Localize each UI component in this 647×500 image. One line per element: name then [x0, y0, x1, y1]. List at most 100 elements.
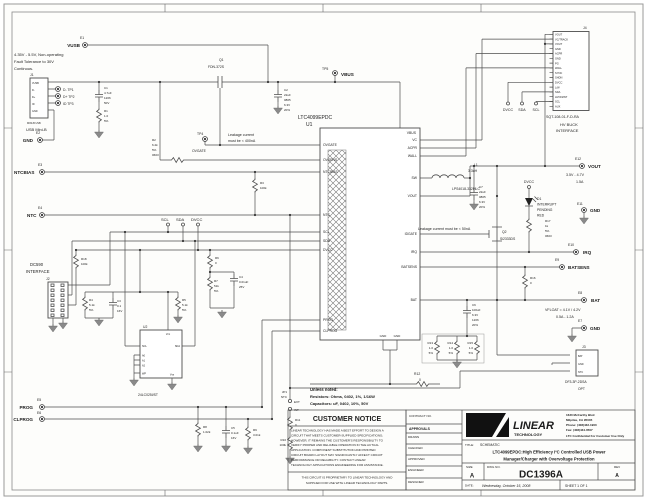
- svg-text:5%: 5%: [214, 289, 219, 293]
- svg-text:GND: GND: [590, 326, 601, 331]
- net-stub-sda: SDA: [176, 217, 185, 227]
- svg-text:1.0: 1.0: [449, 346, 454, 350]
- svg-text:BATSENS: BATSENS: [568, 265, 590, 270]
- svg-text:GND: GND: [394, 334, 402, 338]
- j1-ref: J1: [30, 73, 34, 77]
- svg-text:SCL: SCL: [555, 100, 561, 104]
- turret-e2: E2 GND: [23, 131, 43, 143]
- svg-text:1630 McCarthy Blvd: 1630 McCarthy Blvd: [566, 413, 595, 417]
- svg-text:E2: E2: [36, 131, 40, 135]
- svg-text:E11: E11: [577, 202, 583, 206]
- resistor-r3: R3 100k: [252, 177, 267, 194]
- ic-u1: LTC4099EPDC U1 VBUS OVGATE OVSENS NTCBIA…: [298, 115, 421, 341]
- svg-text:OVSENS: OVSENS: [323, 158, 338, 162]
- svg-text:Phone: (408)432-1900: Phone: (408)432-1900: [566, 423, 597, 427]
- svg-text:VC: VC: [412, 138, 417, 142]
- svg-text:D- TP1: D- TP1: [63, 88, 74, 92]
- svg-text:L1: L1: [474, 163, 478, 167]
- svg-text:R5: R5: [182, 298, 186, 302]
- resistor-r17: R17 1k 5% 0603: [526, 217, 552, 238]
- svg-text:LINEAR TECHNOLOGY HAS MADE A B: LINEAR TECHNOLOGY HAS MADE A BEST EFFORT…: [291, 429, 384, 433]
- svg-text:24LC025I/ST: 24LC025I/ST: [138, 393, 158, 397]
- svg-text:L/W: L/W: [555, 85, 560, 89]
- svg-text:GND: GND: [23, 138, 34, 143]
- svg-text:0: 0: [295, 423, 297, 427]
- turret-e6: E6 CLPROG: [13, 411, 45, 422]
- svg-text:BAT: BAT: [591, 298, 600, 303]
- leakage-note-50na: Leakage current must be < 50nA: [418, 227, 471, 231]
- svg-text:A1: A1: [142, 360, 146, 363]
- resistor-r5: R5 5.1k 5%: [173, 295, 188, 324]
- svg-text:CIRCUIT THAT MEETS CUSTOMER-SU: CIRCUIT THAT MEETS CUSTOMER-SUPPLIED SPE…: [291, 433, 383, 437]
- junction-dots: [74, 42, 547, 421]
- svg-text:CLPROG: CLPROG: [13, 417, 33, 422]
- svg-text:VOUT: VOUT: [555, 33, 563, 37]
- svg-text:NTCBIAS: NTCBIAS: [323, 170, 338, 174]
- turret-e4: E4 NTC: [27, 206, 45, 218]
- svg-text:DVCC: DVCC: [524, 180, 535, 184]
- svg-text:FDN-372S: FDN-372S: [208, 65, 225, 69]
- svg-text:VOUT: VOUT: [408, 194, 417, 198]
- resistor-r4: R4 5.1k 5%: [82, 295, 95, 312]
- svg-text:1206: 1206: [472, 318, 479, 322]
- svg-text:5%: 5%: [469, 351, 474, 355]
- svg-text:20%: 20%: [472, 323, 478, 327]
- resistor-r11: R11 0: [287, 415, 301, 432]
- resistor-r12: R12 0: [414, 372, 431, 387]
- turret-e9: E9 BATSENS: [555, 258, 590, 270]
- svg-text:E7: E7: [578, 319, 582, 323]
- svg-text:6.2k: 6.2k: [152, 143, 158, 147]
- svg-text:R2: R2: [152, 138, 156, 142]
- customer-notice: CUSTOMER NOTICE LINEAR TECHNOLOGY HAS MA…: [287, 409, 407, 491]
- svg-text:5%: 5%: [449, 351, 454, 355]
- svg-text:0.5A - 1.2A: 0.5A - 1.2A: [556, 315, 574, 319]
- svg-text:DVCC: DVCC: [191, 217, 202, 222]
- svg-text:Unless noted:: Unless noted:: [310, 387, 338, 392]
- svg-text:SW: SW: [412, 176, 418, 180]
- svg-text:CIRCUIT BOARD LAYOUT MAY SIGNI: CIRCUIT BOARD LAYOUT MAY SIGNIFICANTLY A…: [291, 453, 383, 457]
- svg-text:5.1k: 5.1k: [89, 303, 95, 307]
- svg-text:3.5V - 4.7V: 3.5V - 4.7V: [566, 173, 585, 177]
- svg-text:1.02k: 1.02k: [203, 430, 211, 434]
- svg-text:LPS4018-332MLC: LPS4018-332MLC: [452, 187, 480, 191]
- svg-text:1.0: 1.0: [104, 114, 109, 118]
- svg-text:Leakage current must be < 50nA: Leakage current must be < 50nA: [418, 227, 471, 231]
- svg-text:3.01k: 3.01k: [253, 433, 261, 437]
- title-block: CONTRACT NO. APPROVALS DRAWN CHECKED APP…: [405, 409, 636, 491]
- svg-text:VBUS: VBUS: [407, 131, 417, 135]
- svg-text:Q2: Q2: [502, 230, 507, 234]
- svg-text:D1: D1: [537, 197, 541, 201]
- svg-text:DVCC: DVCC: [503, 108, 514, 112]
- svg-text:R10: R10: [280, 438, 286, 442]
- svg-text:PERFORMANCE OR RELIABILITY. C: PERFORMANCE OR RELIABILITY. CONTACT LINE…: [291, 458, 366, 462]
- ic-u2: U2 Vcc SCL SDA A0 A1 A2 WP Vss 24LC025I/…: [129, 325, 183, 397]
- svg-text:1.0: 1.0: [469, 346, 474, 350]
- svg-text:0.01uF: 0.01uF: [239, 280, 249, 284]
- svg-text:Vcc: Vcc: [166, 333, 171, 336]
- svg-text:R7: R7: [214, 279, 218, 283]
- capacitor-c5: C5 0.1uF 16V: [221, 425, 239, 453]
- svg-text:20%: 20%: [284, 108, 290, 112]
- svg-text:APPLICATION. COMPONENT SUBSTI: APPLICATION. COMPONENT SUBSTITUTION AND …: [291, 448, 376, 452]
- net-stub-dvcc: DVCC: [191, 217, 202, 227]
- svg-text:E9: E9: [555, 258, 559, 262]
- svg-text:E6: E6: [37, 411, 41, 415]
- svg-text:SDA: SDA: [323, 239, 331, 243]
- svg-text:1.0: 1.0: [429, 346, 434, 350]
- svg-text:DWG NO.: DWG NO.: [487, 465, 501, 469]
- svg-text:R12: R12: [414, 372, 420, 376]
- svg-text:WALL: WALL: [408, 154, 417, 158]
- svg-text:0603: 0603: [152, 153, 159, 157]
- svg-text:4.35V - 5.5V, Non-operating: 4.35V - 5.5V, Non-operating: [14, 52, 63, 57]
- svg-text:IRQ: IRQ: [411, 250, 417, 254]
- svg-text:INTERFACE: INTERFACE: [556, 128, 579, 133]
- connector-j4: J4 VOUT VC/TRACK VOUT GND ACPR GND PG WA…: [503, 26, 590, 133]
- svg-text:R9: R9: [253, 428, 257, 432]
- net-stub-scl: SCL: [161, 217, 170, 227]
- svg-text:VOUT: VOUT: [555, 42, 563, 46]
- schematic-title-line2: Manager/Charger with Overvoltage Protect…: [503, 457, 595, 462]
- svg-text:VBUS: VBUS: [341, 72, 354, 77]
- svg-text:VFLOAT = 4.1V / 4.2V: VFLOAT = 4.1V / 4.2V: [545, 308, 581, 312]
- svg-text:C7: C7: [479, 185, 483, 189]
